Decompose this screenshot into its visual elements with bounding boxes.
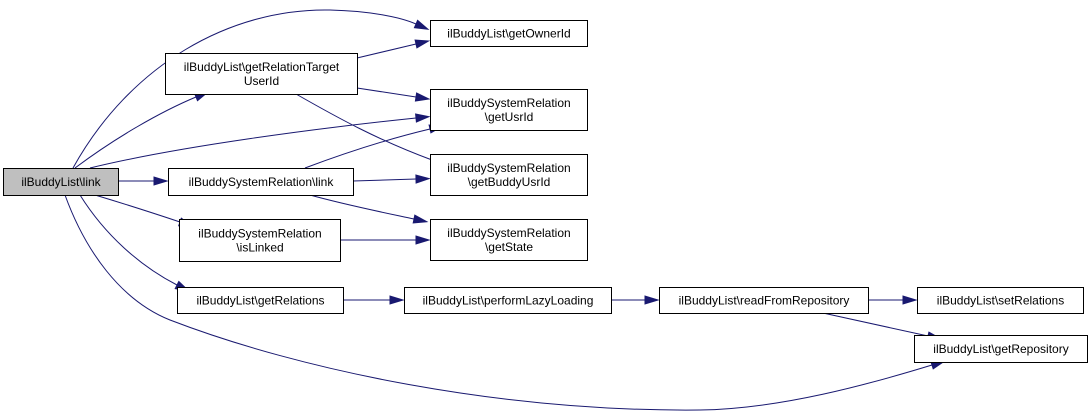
edge-line: [352, 178, 417, 182]
node-box: [168, 168, 354, 196]
arrowhead-icon: [414, 92, 431, 102]
edge-getRelations-to-performLazyLoading: [343, 295, 405, 305]
node-getState[interactable]: ilBuddySystemRelation\getState: [430, 219, 588, 261]
node-box: [430, 154, 588, 196]
edge-line: [304, 128, 431, 169]
node-getUsrId[interactable]: ilBuddySystemRelation\getUsrId: [430, 89, 588, 131]
node-box: [659, 287, 869, 314]
node-readFromRepository[interactable]: ilBuddyList\readFromRepository: [659, 287, 869, 314]
edge-line: [72, 9, 417, 169]
edge-link-to-relLink: [118, 176, 169, 186]
node-box: [165, 53, 358, 95]
edge-line: [356, 87, 417, 98]
node-box: [179, 219, 341, 262]
edge-line: [295, 93, 433, 161]
edge-isLinked-to-getState: [340, 235, 431, 245]
node-label: \getState: [485, 240, 533, 254]
node-label: \isLinked: [236, 241, 283, 255]
edge-getRelationTargetUserId-to-getUsrId: [356, 87, 431, 102]
node-box: [404, 287, 612, 314]
edge-readFromRepository-to-setRelations: [868, 295, 918, 305]
arrowhead-icon: [644, 295, 660, 305]
edge-relLink-to-getState: [309, 194, 429, 224]
arrowhead-icon: [413, 19, 430, 30]
arrowhead-icon: [415, 235, 431, 245]
node-getRepository[interactable]: ilBuddyList\getRepository: [914, 335, 1088, 363]
edge-line: [64, 194, 933, 411]
node-relLink[interactable]: ilBuddySystemRelation\link: [168, 168, 354, 196]
edge-line: [74, 96, 197, 169]
node-box: [177, 287, 344, 314]
edge-relLink-to-getUsrId: [304, 124, 445, 169]
node-box: [430, 89, 588, 131]
edge-line: [309, 194, 415, 220]
node-label: \getUsrId: [485, 110, 534, 124]
node-box: [430, 20, 588, 47]
node-label: \getBuddyUsrId: [468, 175, 551, 189]
node-box: [430, 219, 588, 261]
edge-line: [79, 194, 178, 286]
arrowhead-icon: [412, 214, 429, 224]
edge-link-to-getOwnerId: [72, 9, 430, 169]
nodes-layer: ilBuddyList\link ilBuddyList\getOwnerId il…: [3, 20, 1088, 363]
node-label: ilBuddyList\readFromRepository: [679, 294, 850, 308]
node-label: ilBuddySystemRelation: [447, 96, 570, 110]
node-label: ilBuddySystemRelation: [447, 226, 570, 240]
node-label: ilBuddyList\getRelations: [196, 294, 324, 308]
edge-line: [94, 194, 181, 223]
node-label: ilBuddySystemRelation: [447, 161, 570, 175]
node-label: ilBuddyList\getOwnerId: [447, 27, 570, 41]
node-label: ilBuddyList\setRelations: [937, 294, 1064, 308]
arrowhead-icon: [415, 174, 431, 184]
edge-line: [356, 43, 417, 59]
node-box: [914, 335, 1088, 363]
arrowhead-icon: [153, 176, 169, 186]
edge-link-to-getRelations: [79, 194, 191, 292]
edge-relLink-to-getBuddyUsrId: [352, 174, 431, 184]
node-getBuddyUsrId[interactable]: ilBuddySystemRelation\getBuddyUsrId: [430, 154, 588, 196]
node-label: ilBuddyList\getRelationTarget: [184, 60, 340, 74]
node-getOwnerId[interactable]: ilBuddyList\getOwnerId: [430, 20, 588, 47]
node-setRelations[interactable]: ilBuddyList\setRelations: [917, 287, 1084, 314]
edge-getRelationTargetUserId-to-getOwnerId: [356, 39, 431, 59]
node-box: [3, 168, 119, 196]
edge-performLazyLoading-to-readFromRepository: [611, 295, 660, 305]
node-isLinked[interactable]: ilBuddySystemRelation\isLinked: [179, 219, 341, 262]
node-label: UserId: [244, 74, 279, 88]
edge-link-to-getUsrId: [89, 113, 431, 169]
node-label: ilBuddySystemRelation: [198, 227, 321, 241]
arrowhead-icon: [902, 295, 918, 305]
edge-line: [89, 117, 417, 169]
node-getRelations[interactable]: ilBuddyList\getRelations: [177, 287, 344, 314]
arrowhead-icon: [414, 39, 431, 49]
node-performLazyLoading[interactable]: ilBuddyList\performLazyLoading: [404, 287, 612, 314]
edge-link-to-isLinked: [94, 194, 194, 227]
arrowhead-icon: [415, 113, 431, 123]
node-box: [917, 287, 1084, 314]
edge-line: [822, 312, 929, 337]
node-label: ilBuddyList\performLazyLoading: [423, 294, 594, 308]
node-link[interactable]: ilBuddyList\link: [3, 168, 119, 196]
node-label: ilBuddyList\getRepository: [933, 342, 1068, 356]
arrowhead-icon: [389, 295, 405, 305]
node-label: ilBuddySystemRelation\link: [189, 175, 335, 189]
node-label: ilBuddyList\link: [21, 175, 101, 189]
